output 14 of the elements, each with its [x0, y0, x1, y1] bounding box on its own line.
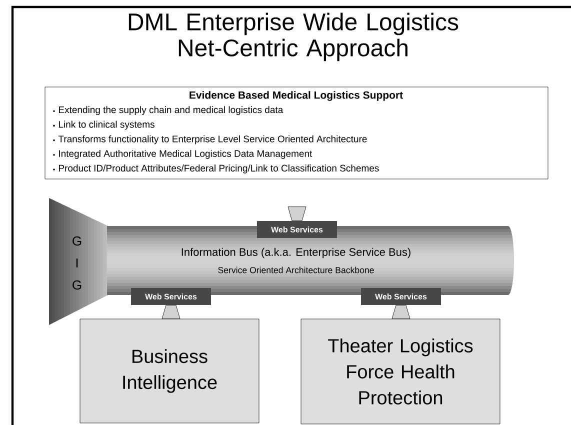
- node-label: Service Oriented Architecture Backbone: [218, 266, 374, 274]
- system-box: Theater Logistics Force Health Protection: [300, 318, 500, 424]
- node-label: G I G: [72, 236, 82, 290]
- info-box: Evidence Based Medical Logistics Support Extending the supply chain and medical logistics data Link to clinical systems Transforms functionality to Enterprise Level Service Oriented Architecture Integrated Authoritative Medical Logistics Data Management Product ID/Product Attributes/Federal Pricing/Link to Classification Schemes: [44, 86, 548, 180]
- connector: [288, 206, 306, 221]
- web-services-label: Web Services: [131, 288, 211, 305]
- funnel: G I G: [49, 198, 108, 325]
- web-services-label: Web Services: [361, 288, 441, 305]
- connector: [162, 304, 180, 319]
- system-box: Business Intelligence: [80, 318, 260, 424]
- connector: [392, 304, 410, 319]
- title: DML Enterprise Wide Logistics Net-Centric Approach: [128, 12, 458, 62]
- node-label: Information Bus (a.k.a. Enterprise Service Bus): [182, 248, 410, 258]
- web-services-label: Web Services: [257, 220, 337, 238]
